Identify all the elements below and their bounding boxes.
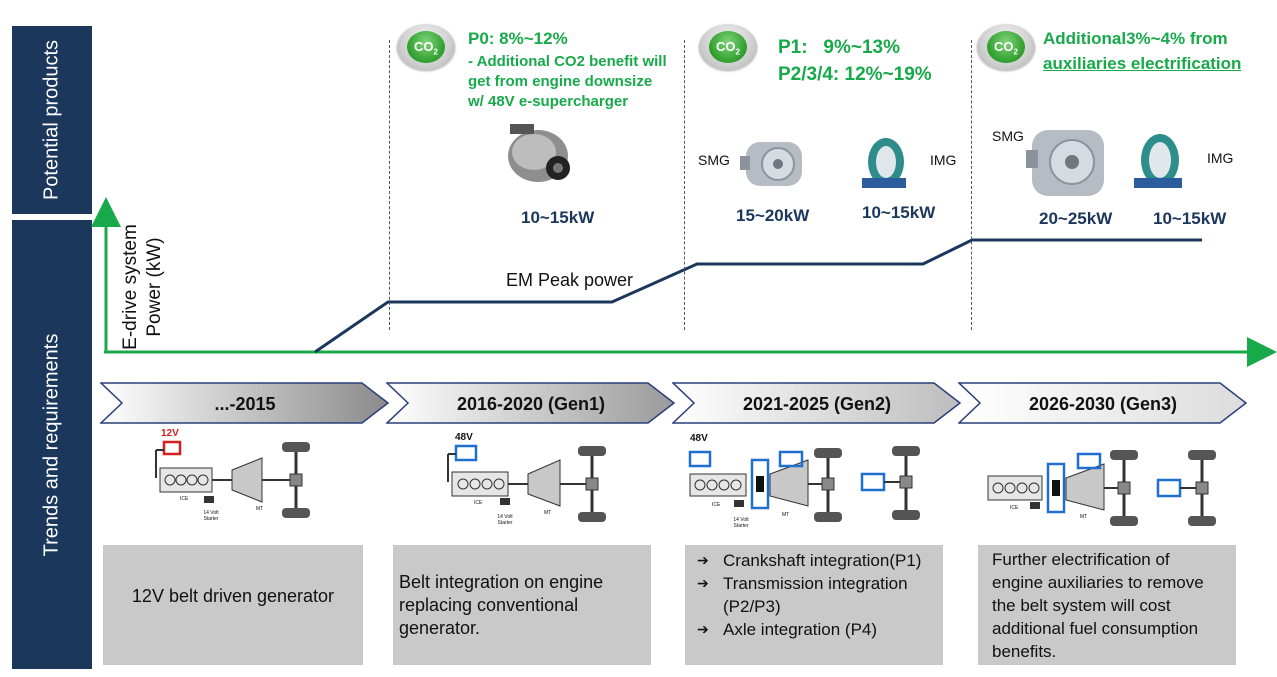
smg-motor-image-gen3 (1026, 130, 1104, 196)
gen1-co2-note: - Additional CO2 benefit will get from e… (468, 52, 667, 112)
diagram1-starter-label: 14 Volt Starter (497, 514, 513, 526)
diagram2-ice-label: ICE (712, 502, 721, 508)
description-gen1-text: Belt integration on engine replacing con… (399, 572, 604, 638)
gen2-smg-label: SMG (698, 152, 730, 168)
diagram0-mt-label: MT (256, 506, 264, 512)
powertrain-diagram-48v-p0 (447, 444, 606, 522)
y-axis-label: E-drive system Power (kW) (119, 217, 169, 357)
powertrain-diagram-gen3 (987, 450, 1216, 526)
gen2-co2-p234: P2/3/4: 12%~19% (778, 64, 932, 85)
gen1-co2-p0: P0: 8%~12% (468, 29, 568, 48)
gen3-separator (971, 40, 972, 330)
generator-image (508, 124, 570, 182)
gen2-img-power: 10~15kW (862, 203, 936, 222)
gen3-co2-benefits: Additional3%~4% from auxiliaries electri… (1043, 26, 1241, 76)
description-gen2-list: ➔Crankshaft integration(P1) ➔Transmissio… (697, 549, 937, 641)
era-gen1-label: 2016-2020 (Gen1) (456, 394, 606, 414)
description-gen3-text: Further electrification of engine auxili… (992, 550, 1204, 661)
potential-products-band: Potential products (12, 26, 92, 214)
arrow-right-icon: ➔ (697, 621, 709, 637)
smg-motor-image-gen2 (740, 142, 802, 186)
gen3-smg-label: SMG (992, 128, 1024, 144)
diagram2-mt-label: MT (782, 512, 790, 518)
co2-badge-gen3: CO2 (977, 24, 1035, 70)
diagram0-voltage: 12V (161, 428, 179, 439)
era-gen1: 2016-2020 (Gen1) (386, 382, 676, 424)
diagram1-ice-label: ICE (474, 500, 483, 506)
img-motor-image-gen2 (862, 138, 906, 188)
em-peak-power-label: EM Peak power (506, 270, 634, 290)
description-gen2-item: ➔Axle integration (P4) (697, 620, 878, 639)
description-box-gen2: ➔Crankshaft integration(P1) ➔Transmissio… (685, 545, 943, 665)
gen1-co2-note-line1: - Additional CO2 benefit will (468, 53, 667, 70)
era-gen2-label: 2021-2025 (Gen2) (742, 394, 892, 414)
powertrain-diagram-12v (155, 440, 310, 518)
gen3-img-label: IMG (1207, 150, 1234, 166)
y-axis-label-line1: E-drive system (120, 224, 141, 350)
gen1-power: 10~15kW (521, 208, 595, 227)
gen1-separator (389, 40, 390, 330)
description-2015-text: 12V belt driven generator (131, 586, 335, 606)
gen2-co2-benefits: P1: 9%~13% P2/3/4: 12%~19% (778, 34, 932, 88)
diagram1-voltage: 48V (455, 432, 473, 443)
gen3-img-power: 10~15kW (1153, 209, 1227, 228)
description-gen2-item: ➔Transmission integration (P2/P3) (697, 574, 908, 616)
gen2-co2-p1: P1: 9%~13% (778, 37, 900, 58)
era-gen3: 2026-2030 (Gen3) (958, 382, 1248, 424)
description-box-gen3: Further electrification of engine auxili… (978, 545, 1236, 665)
gen2-img-label: IMG (930, 152, 957, 168)
img-motor-image-gen3 (1134, 134, 1182, 188)
gen3-co2-line2: auxiliaries electrification (1043, 54, 1242, 73)
diagram3-ice-label: ICE (1010, 505, 1019, 511)
diagram0-starter-label: 14 Volt Starter (203, 510, 219, 522)
era-2015-label: ...-2015 (214, 394, 276, 414)
gen1-co2-note-line2: get from engine downsize (468, 73, 653, 90)
gen3-smg-power: 20~25kW (1039, 209, 1113, 228)
em-peak-power-curve (314, 238, 1202, 354)
diagram1-mt-label: MT (544, 510, 552, 516)
description-box-gen1: Belt integration on engine replacing con… (393, 545, 651, 665)
era-gen3-label: 2026-2030 (Gen3) (1028, 394, 1178, 414)
diagram2-starter-label: 14 Volt Starter (733, 517, 749, 529)
arrow-right-icon: ➔ (697, 552, 709, 568)
gen3-co2-line1: Additional3%~4% from (1043, 29, 1228, 48)
gen2-smg-power: 15~20kW (736, 206, 810, 225)
co2-badge-gen1: CO2 (397, 24, 455, 70)
powertrain-diagram-48v-p1-p4 (688, 446, 920, 522)
description-box-2015: 12V belt driven generator (103, 545, 363, 665)
diagram2-voltage: 48V (690, 433, 708, 444)
co2-badge-gen2: CO2 (699, 24, 757, 70)
diagram0-ice-label: ICE (180, 496, 189, 502)
era-gen2: 2021-2025 (Gen2) (672, 382, 962, 424)
trends-requirements-band: Trends and requirements (12, 220, 92, 669)
description-gen2-item: ➔Crankshaft integration(P1) (697, 551, 922, 570)
gen2-separator (684, 40, 685, 330)
y-axis-label-line2: Power (kW) (144, 237, 165, 337)
gen1-co2-note-line3: w/ 48V e-supercharger (468, 93, 629, 110)
arrow-right-icon: ➔ (697, 575, 709, 591)
diagram3-mt-label: MT (1080, 514, 1088, 520)
era-2015: ...-2015 (100, 382, 390, 424)
